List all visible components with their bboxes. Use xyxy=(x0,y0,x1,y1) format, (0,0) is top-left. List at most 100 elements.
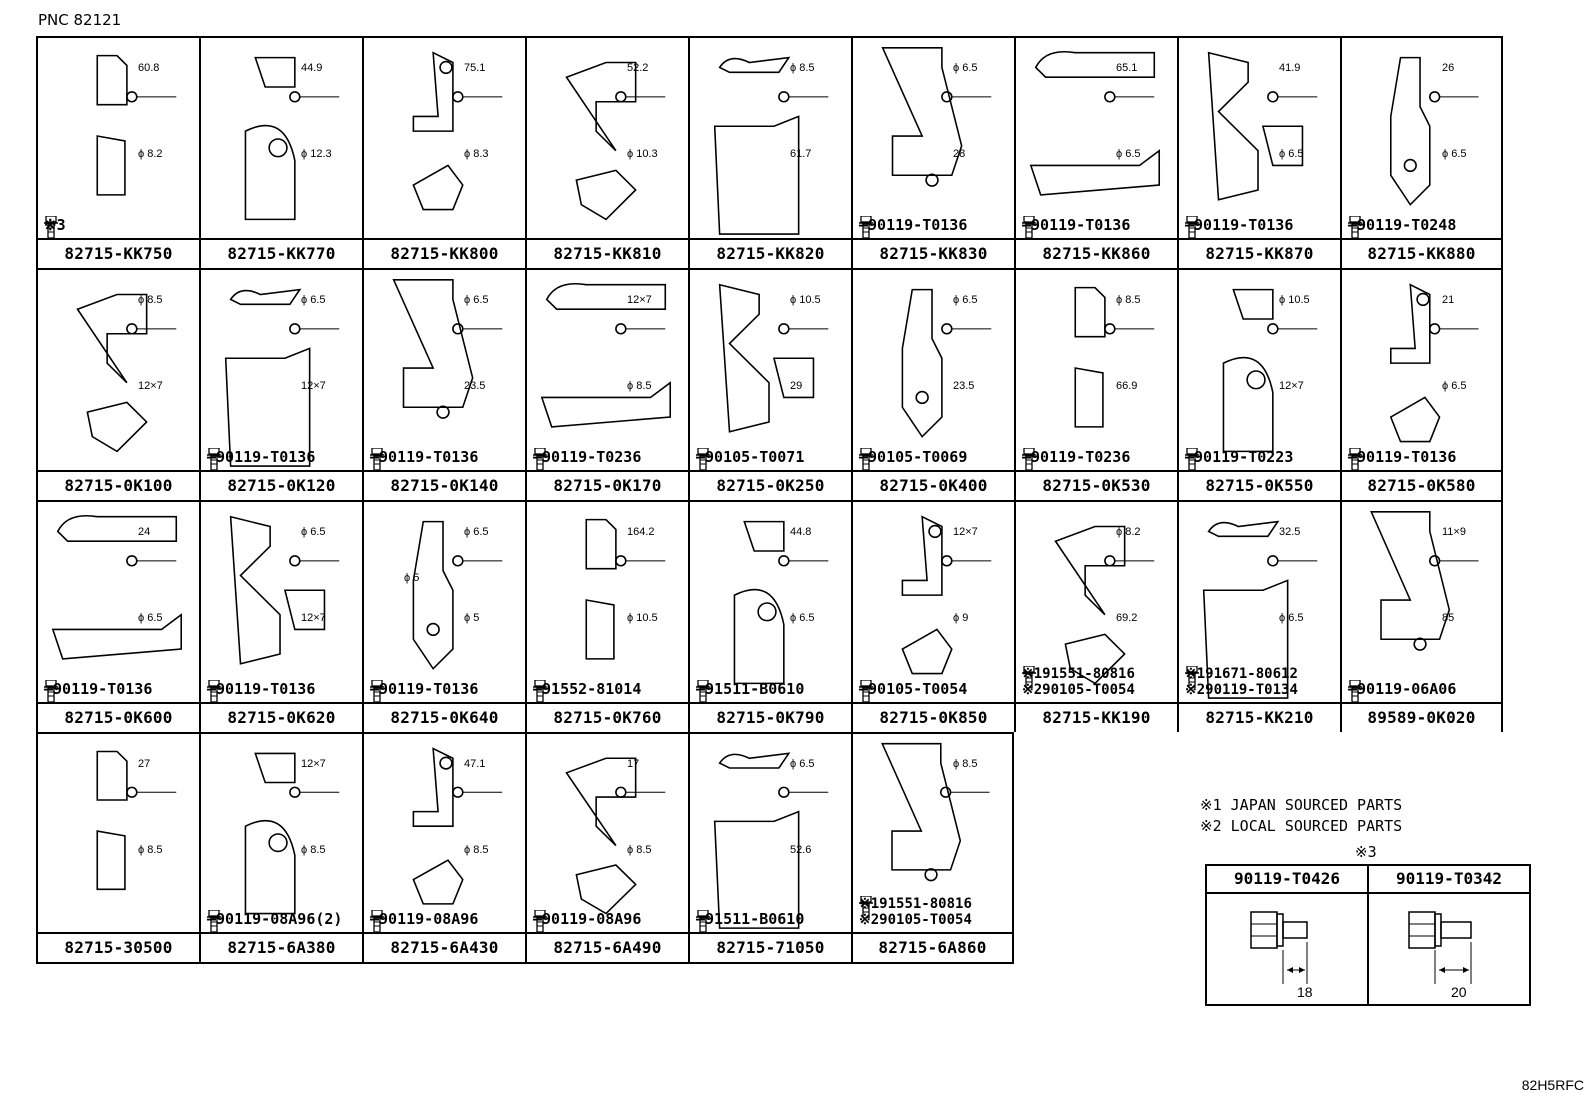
pnc-label: PNC 82121 xyxy=(38,11,122,29)
dimension-label: ϕ 8.5 xyxy=(627,844,652,856)
dimension-label: ϕ 8.5 xyxy=(301,844,326,856)
bolt-icon xyxy=(207,448,221,470)
bracket-sketch xyxy=(901,288,992,438)
bracket-sketch xyxy=(392,279,503,419)
note-3-label: ※3 xyxy=(1355,843,1377,861)
bolt-number: ※191551-80816 xyxy=(1022,666,1135,682)
bolt-number: —90105-T0071 xyxy=(696,448,805,466)
dimension-label: ϕ 6.5 xyxy=(138,612,163,624)
bolt-number: —90119-06A06 xyxy=(1348,680,1457,698)
bolt-callout: —90119-08A96 xyxy=(370,910,478,932)
bolt-callout: —91511-B0610 xyxy=(696,680,804,702)
bolt-callout: —90119-T0248 xyxy=(1348,216,1456,238)
part-number: 82715-KK800 xyxy=(390,244,499,263)
part-drawing: ϕ 8.5 12×7 xyxy=(38,270,199,472)
part-number: 82715-0K600 xyxy=(64,708,173,727)
bolt-ref-b-length: 20 xyxy=(1451,984,1467,1000)
bracket-sketch xyxy=(1207,51,1318,201)
dimension-label: 44.8 xyxy=(790,526,812,538)
bolt-number: —90119-T0236 xyxy=(533,448,642,466)
bolt-callout: —90105-T0054 xyxy=(859,680,967,702)
bracket-sketch xyxy=(1074,286,1155,428)
bolt-callout: ※191671-80612※290119-T0134 xyxy=(1185,666,1298,698)
bolt-icon xyxy=(1022,448,1036,470)
bolt-callout: —90119-08A96(2) xyxy=(207,910,342,932)
part-drawing: ϕ 8.5※191551-80816※290105-T0054 xyxy=(853,734,1012,934)
bolt-number: ※290105-T0054 xyxy=(859,912,972,928)
dimension-label: ϕ 6.5 xyxy=(301,526,326,538)
bolt-number: —90119-T0136 xyxy=(370,680,479,698)
bracket-sketch xyxy=(713,56,829,235)
bolt-ref-a: 90119-T0426 18 xyxy=(1207,866,1369,1004)
bolt-number: —90119-T0223 xyxy=(1185,448,1294,466)
bracket-sketch xyxy=(244,752,340,915)
dimension-label: 12×7 xyxy=(138,380,163,392)
part-number: 82715-0K850 xyxy=(879,708,988,727)
dimension-label: ϕ 10.5 xyxy=(790,294,821,306)
bracket-sketch xyxy=(51,515,183,660)
bolt-icon xyxy=(1022,666,1036,688)
bolt-icon xyxy=(370,448,384,470)
bolt-icon xyxy=(533,680,547,702)
part-number: 82715-KK880 xyxy=(1367,244,1476,263)
bolt-callout: ※191551-80816※290105-T0054 xyxy=(1022,666,1135,698)
bracket-sketch xyxy=(412,520,503,670)
dimension-label: ϕ 6.5 xyxy=(953,62,978,74)
bolt-callout: —90119-T0236 xyxy=(533,448,642,470)
bracket-sketch xyxy=(585,518,666,660)
dimension-label: ϕ 9 xyxy=(953,612,969,624)
note-local: ※2 LOCAL SOURCED PARTS xyxy=(1200,817,1403,835)
bolt-ref-a-length: 18 xyxy=(1297,984,1313,1000)
bolt-icon xyxy=(1185,448,1199,470)
bracket-sketch xyxy=(96,54,177,196)
bolt-callout: —90119-T0236 xyxy=(1022,448,1130,470)
part-number: 82715-0K620 xyxy=(227,708,336,727)
dimension-label: ϕ 8.5 xyxy=(1116,294,1141,306)
bolt-icon xyxy=(1348,680,1362,702)
part-number: 82715-0K580 xyxy=(1367,476,1476,495)
dimension-label: ϕ 6.5 xyxy=(1279,612,1304,624)
bolt-number: —90119-T0136 xyxy=(1348,448,1457,466)
dimension-label: ϕ 8.3 xyxy=(464,148,489,160)
dimension-label: ϕ 5 xyxy=(404,572,420,584)
bolt-callout: ※3 xyxy=(44,216,66,238)
dimension-label: ϕ 8.5 xyxy=(138,294,163,306)
dimension-label: ϕ 8.5 xyxy=(138,844,163,856)
dimension-label: ϕ 6.5 xyxy=(464,526,489,538)
bolt-callout: —90119-T0136 xyxy=(1185,216,1293,238)
dimension-label: ϕ 6.5 xyxy=(1442,380,1467,392)
bolt-ref-a-number: 90119-T0426 xyxy=(1207,866,1367,894)
part-number: 82715-KK870 xyxy=(1205,244,1314,263)
dimension-label: 61.7 xyxy=(790,148,812,160)
part-number: 82715-0K100 xyxy=(64,476,173,495)
